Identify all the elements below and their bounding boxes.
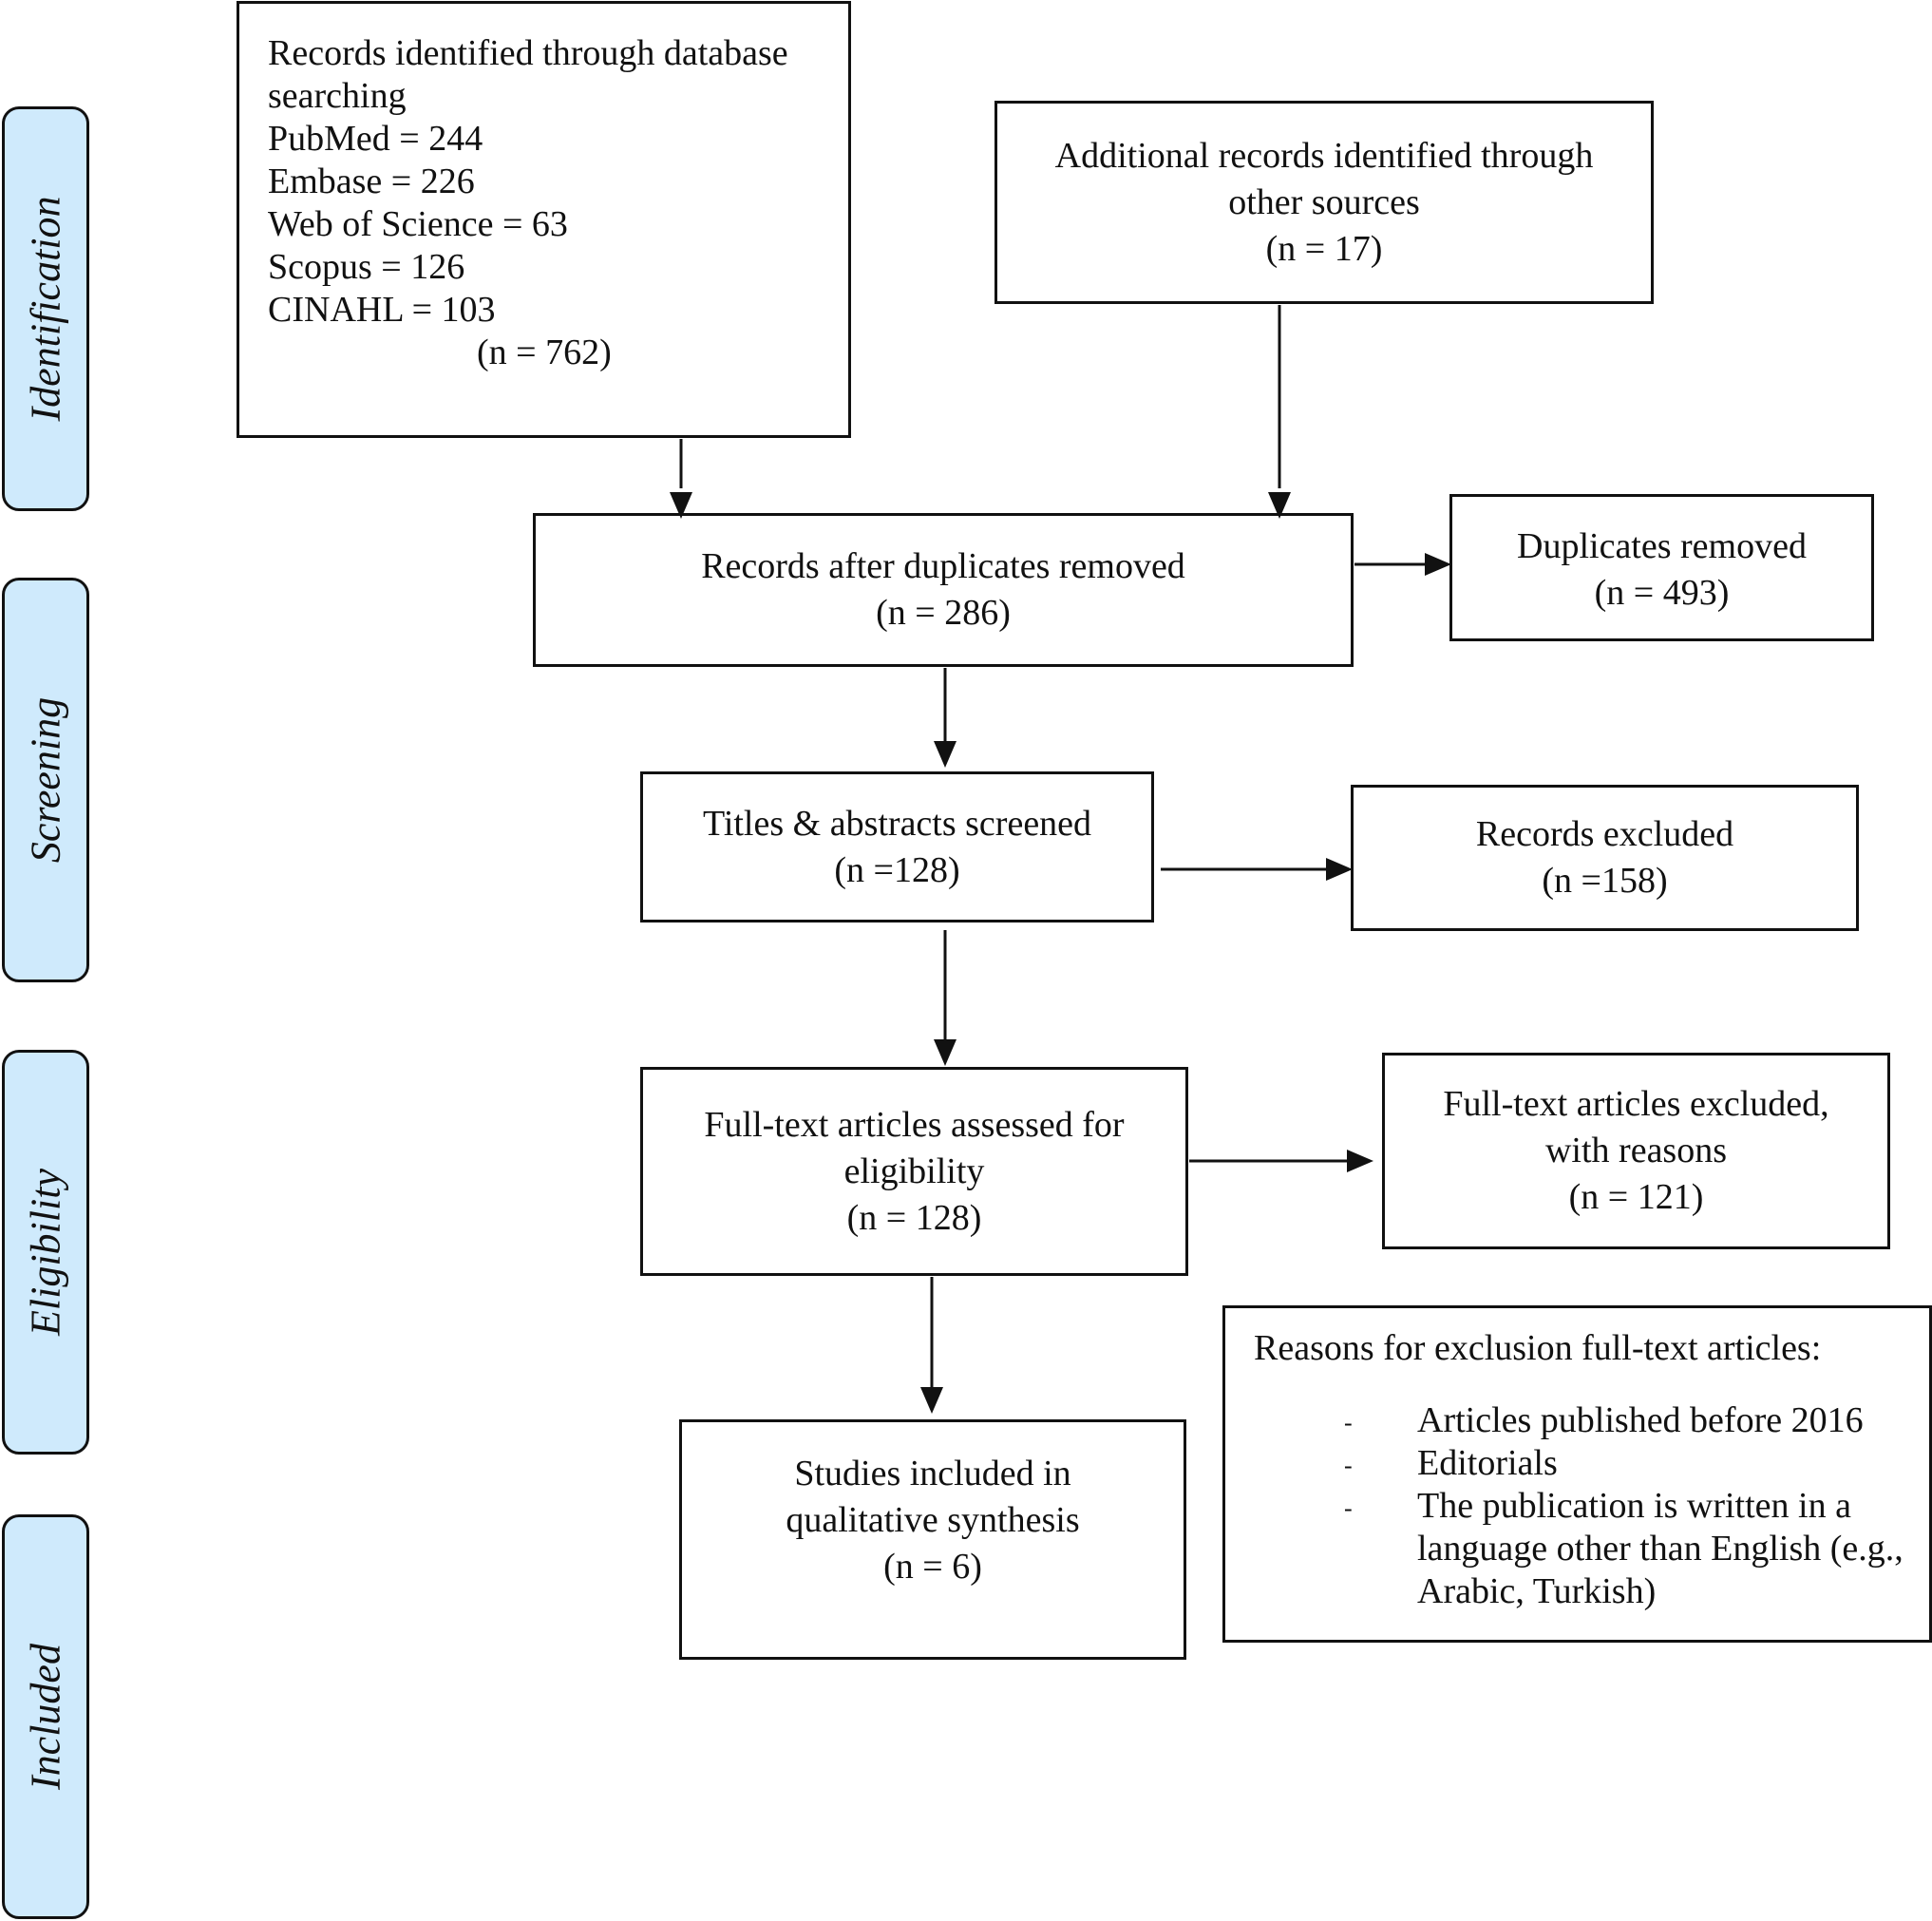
records-excluded-box: Records excluded (n =158): [1351, 785, 1859, 931]
exclusion-reason-item: - Articles published before 2016: [1254, 1399, 1929, 1442]
records-excluded-label: Records excluded: [1475, 814, 1734, 854]
other-sources-line: Additional records identified through: [1054, 135, 1594, 176]
reason-line: Editorials: [1417, 1443, 1558, 1483]
fulltext-excluded-line: with reasons: [1544, 1131, 1728, 1170]
database-line: PubMed = 244: [268, 119, 483, 159]
database-line: Web of Science = 63: [268, 204, 568, 244]
fulltext-assessed-box: Full-text articles assessed for eligibil…: [640, 1067, 1188, 1276]
database-records-box: Records identified through database sear…: [237, 1, 851, 438]
records-excluded-count: (n =158): [1542, 861, 1668, 901]
after-duplicates-count: (n = 286): [876, 593, 1011, 633]
studies-included-line: Studies included in: [794, 1454, 1071, 1493]
database-total: (n = 762): [477, 333, 612, 372]
screened-box: Titles & abstracts screened (n =128): [640, 771, 1154, 922]
fulltext-assessed-line: Full-text articles assessed for: [704, 1104, 1125, 1145]
other-sources-count: (n = 17): [1265, 228, 1383, 269]
arrowhead-icon: [920, 1387, 943, 1414]
exclusion-reason-item: - The publication is written in a langua…: [1254, 1485, 1929, 1613]
reason-dash: -: [1344, 1409, 1353, 1436]
database-line: searching: [268, 76, 407, 116]
exclusion-reason-item: - Editorials: [1254, 1442, 1929, 1485]
reason-line: language other than English (e.g.,: [1417, 1529, 1904, 1569]
duplicates-removed-count: (n = 493): [1594, 573, 1730, 613]
arrowhead-icon: [1268, 492, 1291, 519]
studies-included-box: Studies included in qualitative synthesi…: [679, 1419, 1186, 1660]
reason-line: Arabic, Turkish): [1417, 1571, 1657, 1611]
after-duplicates-box: Records after duplicates removed (n = 28…: [533, 513, 1354, 667]
arrowhead-icon: [934, 741, 957, 768]
studies-included-line: qualitative synthesis: [786, 1500, 1080, 1540]
other-sources-box: Additional records identified through ot…: [994, 101, 1654, 304]
other-sources-line: other sources: [1228, 181, 1420, 222]
screened-label: Titles & abstracts screened: [702, 803, 1092, 844]
exclusion-reasons-title: Reasons for exclusion full-text articles…: [1254, 1328, 1822, 1368]
arrowhead-icon: [1347, 1150, 1373, 1172]
duplicates-removed-label: Duplicates removed: [1517, 526, 1807, 566]
arrowhead-icon: [1326, 858, 1353, 881]
stage-eligibility: Eligibility: [2, 1050, 89, 1455]
reason-line: The publication is written in a: [1417, 1486, 1851, 1526]
screened-count: (n =128): [834, 849, 960, 890]
reason-dash: -: [1344, 1494, 1353, 1522]
database-line: Records identified through database: [268, 33, 788, 73]
database-line: Embase = 226: [268, 162, 475, 201]
studies-included-count: (n = 6): [883, 1547, 982, 1587]
arrowhead-icon: [670, 492, 692, 519]
duplicates-removed-box: Duplicates removed (n = 493): [1449, 494, 1874, 641]
reason-line: Articles published before 2016: [1417, 1400, 1864, 1440]
exclusion-reasons-box: Reasons for exclusion full-text articles…: [1222, 1305, 1932, 1643]
stage-screening: Screening: [2, 578, 89, 982]
database-line: CINAHL = 103: [268, 290, 496, 330]
fulltext-excluded-box: Full-text articles excluded, with reason…: [1382, 1053, 1890, 1249]
arrowhead-icon: [1425, 553, 1451, 576]
fulltext-excluded-line: Full-text articles excluded,: [1443, 1084, 1829, 1124]
database-line: Scopus = 126: [268, 247, 465, 287]
fulltext-excluded-count: (n = 121): [1568, 1177, 1704, 1217]
fulltext-assessed-count: (n = 128): [846, 1197, 982, 1238]
exclusion-reasons-list: - Articles published before 2016 - Edito…: [1254, 1399, 1929, 1613]
arrowhead-icon: [934, 1039, 957, 1066]
stage-identification: Identification: [2, 106, 89, 511]
stage-included: Included: [2, 1514, 89, 1919]
fulltext-assessed-line: eligibility: [843, 1151, 985, 1191]
reason-dash: -: [1344, 1452, 1353, 1479]
after-duplicates-label: Records after duplicates removed: [701, 546, 1185, 586]
